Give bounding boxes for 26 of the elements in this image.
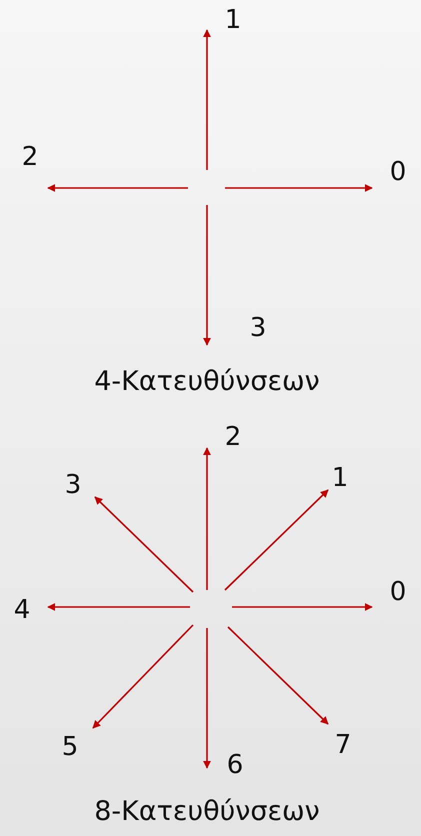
arrow: [232, 603, 373, 611]
arrow: [92, 624, 194, 729]
direction-number: 4: [14, 597, 30, 623]
arrow: [47, 184, 188, 192]
direction-number: 5: [62, 734, 78, 760]
direction-number: 2: [22, 144, 38, 170]
arrow: [203, 205, 211, 346]
arrow: [94, 496, 194, 593]
direction-number: 3: [64, 472, 82, 498]
arrow: [227, 626, 329, 725]
direction-number: 2: [224, 424, 242, 450]
direction-number: 3: [250, 315, 266, 341]
arrow: [225, 184, 373, 192]
arrow: [224, 489, 329, 591]
caption: 8-Κατευθύνσεων: [94, 797, 320, 827]
arrow: [203, 29, 211, 170]
direction-number: 0: [390, 579, 406, 605]
arrow: [203, 628, 211, 769]
direction-number: 1: [224, 7, 242, 33]
arrow: [47, 603, 190, 611]
direction-number: 6: [226, 752, 244, 778]
direction-number: 7: [334, 732, 352, 758]
direction-number: 1: [332, 465, 348, 491]
arrow: [203, 447, 211, 590]
caption: 4-Κατευθύνσεων: [94, 367, 320, 397]
direction-number: 0: [390, 159, 406, 185]
